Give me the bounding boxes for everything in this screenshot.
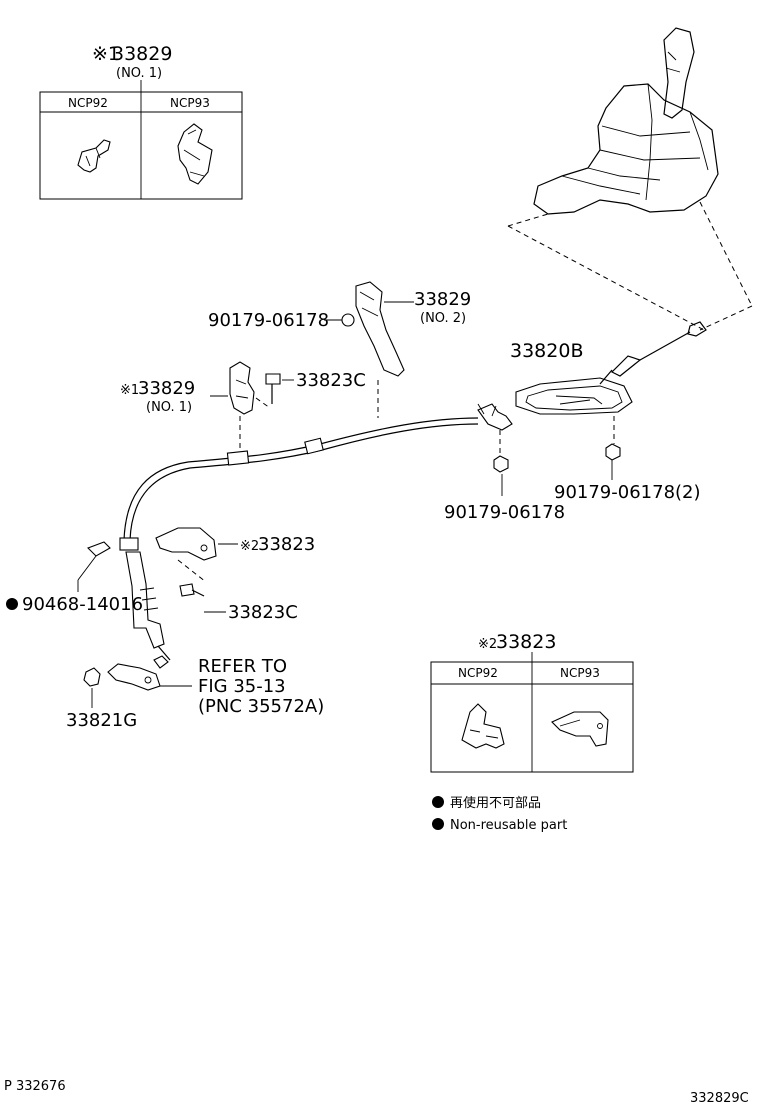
label-nut-right: 90179-06178(2) xyxy=(554,482,701,503)
projection-line-left xyxy=(507,213,549,227)
label-nut-top: 90179-06178 xyxy=(208,310,329,331)
inset-bottom-mark: ※2 xyxy=(478,637,497,652)
label-refer-line1: REFER TO xyxy=(198,656,287,677)
label-bolt-upper: 33823C xyxy=(296,370,366,391)
label-refer-line2: FIG 35-13 xyxy=(198,676,286,697)
cable-end-joint xyxy=(107,655,192,691)
legend-text-jp: 再使用不可部品 xyxy=(450,795,541,811)
bolt-lower xyxy=(179,583,205,597)
label-bracket-no1: 33829 xyxy=(138,378,195,399)
legend-dot-en xyxy=(432,818,444,830)
bracket-ncp92-sketch xyxy=(77,139,111,173)
cable-grommet-middle xyxy=(304,437,324,455)
inset-bottom-col2: NCP93 xyxy=(560,666,600,680)
cable-grommet-lower xyxy=(119,537,139,551)
inset-table-bottom: ※2 33823 NCP92 NCP93 xyxy=(430,631,634,773)
label-bracket-no2-sub: (NO. 2) xyxy=(420,311,466,326)
bracket-hole xyxy=(200,544,208,552)
projection-line-right xyxy=(699,201,753,307)
projection-line-lower xyxy=(507,225,705,331)
label-bracket-33823-mark: ※2 xyxy=(240,539,259,554)
legend-dot-jp xyxy=(432,796,444,808)
footer-left: P 332676 xyxy=(4,1079,66,1094)
label-bolt-lower: 33823C xyxy=(228,602,298,623)
label-bracket-no1-sub: (NO. 1) xyxy=(146,400,192,415)
inset-bottom-col1: NCP92 xyxy=(458,666,498,680)
clip xyxy=(77,541,111,592)
bracket-33823-ncp92-sketch xyxy=(461,703,505,749)
label-bracket-33823: 33823 xyxy=(258,534,315,555)
cable-retainer-assembly xyxy=(477,321,707,431)
legend: 再使用不可部品 Non-reusable part xyxy=(432,795,567,833)
label-refer-line3: (PNC 35572A) xyxy=(198,696,324,717)
bracket-no1 xyxy=(229,361,255,452)
nut-center xyxy=(493,430,509,496)
label-nut-center: 90179-06178 xyxy=(444,502,565,523)
inset-top-part-number: 33829 xyxy=(112,43,172,65)
nut-right xyxy=(605,416,621,480)
label-retainer: 33820B xyxy=(510,340,583,362)
dash-bolt-upper xyxy=(255,397,271,409)
shift-cable xyxy=(119,417,479,661)
bushing xyxy=(83,667,101,708)
legend-text-en: Non-reusable part xyxy=(450,818,567,833)
footer-right: 332829C xyxy=(690,1091,749,1106)
label-bracket-no1-mark: ※1 xyxy=(120,383,139,398)
bracket-ncp93-sketch xyxy=(177,123,213,185)
bracket-33823-ncp93-sketch xyxy=(551,711,609,747)
bolt-upper xyxy=(255,373,281,409)
inset-top-mark: ※1 xyxy=(92,43,120,65)
inset-top-col1: NCP92 xyxy=(68,96,108,110)
bracket-no2 xyxy=(355,281,405,418)
bracket-33823 xyxy=(155,527,217,583)
inset-top-sub: (NO. 1) xyxy=(116,66,162,81)
inset-table-top: ※1 33829 (NO. 1) NCP92 NCP93 xyxy=(39,43,243,200)
projection-line-tip xyxy=(699,305,753,331)
inset-bottom-part-number: 33823 xyxy=(496,631,556,653)
inset-top-col2: NCP93 xyxy=(170,96,210,110)
label-clip: 90468-14016 xyxy=(22,594,143,615)
non-reusable-mark-clip xyxy=(6,598,18,610)
nut-top xyxy=(341,313,355,327)
label-bushing: 33821G xyxy=(66,710,137,731)
cable-grommet-upper xyxy=(226,450,250,466)
shift-lever-assembly xyxy=(533,27,719,215)
dash-bracket-33823 xyxy=(177,559,207,583)
label-bracket-no2: 33829 xyxy=(414,289,471,310)
